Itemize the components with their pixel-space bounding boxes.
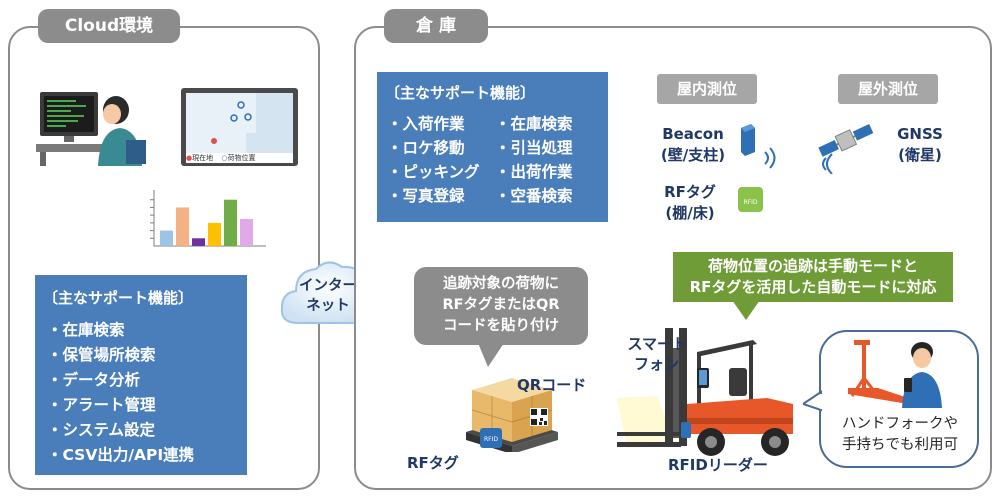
tracking-callout-pointer — [732, 300, 760, 320]
warehouse-feature-box: 〔主なサポート機能〕 ・入荷作業 ・ロケ移動 ・ピッキング ・写真登録 ・在庫検… — [377, 72, 608, 222]
rf-tag-label: RFタグ — [407, 454, 459, 472]
internet-label: インター ネット — [276, 276, 380, 316]
forklift-illustration — [617, 328, 793, 456]
chart-bar — [208, 222, 221, 246]
legend-current: 現在地 — [192, 154, 214, 162]
gnss-label-line1: GNSS — [897, 125, 943, 143]
cloud-feature-item: ・在庫検索 — [47, 321, 125, 339]
cloud-feature-item: ・アラート管理 — [47, 396, 156, 414]
gnss-label-line2: (衛星) — [898, 146, 942, 164]
tracking-mode-callout: 荷物位置の追跡は手動モードと RFタグを活用した自動モードに対応 — [673, 252, 953, 302]
map-legend: ●現在地 ○荷物位置 — [186, 153, 293, 163]
cloud-feature-item: ・データ分析 — [47, 371, 141, 389]
satellite-icon — [818, 123, 874, 174]
indoor-positioning-title: 屋内測位 — [657, 74, 757, 104]
bubble-pointer — [803, 390, 823, 412]
tracking-callout-line1: 荷物位置の追跡は手動モードと — [707, 257, 918, 275]
smartphone-label: スマート フォン — [607, 334, 687, 374]
rf-tag-indoor-label: RFタグ (棚/床) — [650, 182, 730, 224]
tag-callout-line1: 追跡対象の荷物に — [443, 276, 559, 292]
legend-current-icon: ● — [186, 154, 193, 162]
rfid-chip-icon: RFID — [738, 187, 763, 212]
cloud-feature-item: ・保管場所検索 — [47, 346, 156, 364]
legend-cargo: 荷物位置 — [227, 154, 256, 162]
tag-attachment-callout: 追跡対象の荷物に RFタグまたはQR コードを貼り付け — [414, 267, 588, 345]
handfork-text: ハンドフォークや 手持ちでも利用可 — [822, 414, 978, 456]
warehouse-feature-item: ・写真登録 — [387, 187, 465, 205]
rf-tag-indoor-line2: (棚/床) — [665, 204, 715, 222]
analytics-bar-chart — [150, 190, 266, 247]
box-rfid-chip-text: RFID — [483, 436, 498, 443]
handfork-text-line2: 手持ちでも利用可 — [842, 437, 958, 453]
beacon-label: Beacon (壁/支柱) — [648, 124, 738, 166]
internet-label-line2: ネット — [306, 298, 350, 314]
chart-bar — [224, 199, 237, 246]
smartphone-label-line2: フォン — [633, 355, 679, 373]
qr-code-label: QRコード — [517, 376, 587, 394]
internet-label-line1: インター — [299, 278, 357, 294]
beacon-label-line1: Beacon — [662, 125, 724, 143]
qr-code-icon — [530, 408, 548, 426]
tag-callout-line2: RFタグまたはQR — [442, 297, 560, 313]
cloud-feature-item: ・システム設定 — [47, 421, 156, 439]
rfid-chip-text: RFID — [743, 199, 758, 206]
cloud-title: Cloud環境 — [38, 9, 180, 43]
warehouse-feature-item: ・引当処理 — [495, 139, 573, 157]
tag-callout-pointer — [478, 343, 504, 367]
warehouse-feature-item: ・出荷作業 — [495, 163, 573, 181]
chart-bar — [240, 219, 253, 246]
handfork-text-line1: ハンドフォークや — [842, 416, 958, 432]
warehouse-feature-heading: 〔主なサポート機能〕 — [385, 84, 536, 102]
smartphone-label-line1: スマート — [627, 335, 687, 353]
legend-cargo-icon: ○ — [221, 154, 228, 162]
chart-bar — [192, 238, 205, 246]
warehouse-feature-item: ・ロケ移動 — [387, 139, 465, 157]
rfid-reader-label: RFIDリーダー — [668, 456, 768, 474]
warehouse-feature-item: ・空番検索 — [495, 187, 573, 205]
cloud-feature-heading: 〔主なサポート機能〕 — [43, 289, 194, 307]
location-map: ●現在地 ○荷物位置 — [181, 88, 298, 166]
tracking-callout-line2: RFタグを活用した自動モードに対応 — [689, 278, 937, 296]
box-rfid-chip-icon: RFID — [480, 428, 502, 448]
operator-illustration — [36, 92, 146, 166]
rf-tag-indoor-line1: RFタグ — [664, 183, 716, 201]
chart-bar — [176, 207, 189, 246]
chart-bar — [160, 230, 173, 246]
warehouse-feature-item: ・入荷作業 — [387, 115, 465, 133]
beacon-icon — [741, 124, 776, 169]
cloud-feature-box: 〔主なサポート機能〕 ・在庫検索 ・保管場所検索 ・データ分析 ・アラート管理 … — [35, 275, 247, 475]
beacon-label-line2: (壁/支柱) — [660, 146, 726, 164]
cloud-feature-item: ・CSV出力/API連携 — [47, 446, 195, 464]
gnss-label: GNSS (衛星) — [880, 124, 960, 166]
tag-callout-line3: コードを貼り付け — [443, 318, 559, 334]
warehouse-feature-item: ・ピッキング — [387, 163, 480, 181]
warehouse-title: 倉 庫 — [384, 9, 488, 43]
warehouse-feature-item: ・在庫検索 — [495, 115, 573, 133]
outdoor-positioning-title: 屋外測位 — [838, 74, 938, 104]
handfork-worker-illustration — [848, 340, 942, 408]
